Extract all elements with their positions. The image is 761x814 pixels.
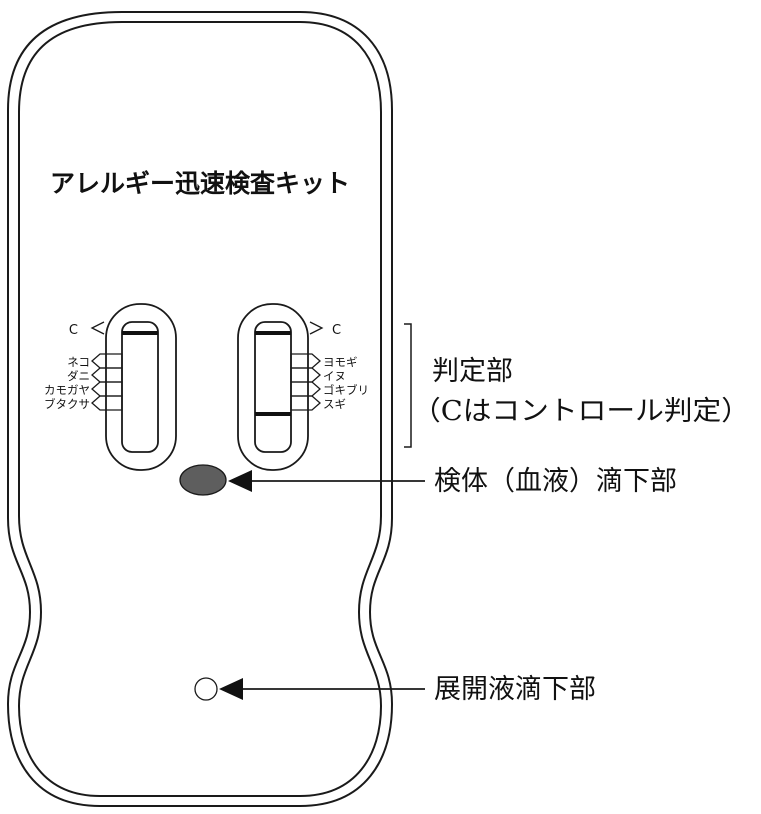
right-tab-1: [290, 353, 321, 369]
right-allergen-4: スギ: [323, 397, 346, 411]
right-window-strip: [254, 321, 292, 453]
left-control-marker: [90, 321, 105, 335]
judgment-bracket: [404, 323, 412, 448]
right-control-marker: [309, 321, 324, 335]
right-allergen-2: イヌ: [323, 369, 346, 383]
left-allergen-4: ブタクサ: [44, 397, 90, 411]
left-window-frame: [105, 303, 177, 471]
judgment-area-label: 判定部: [432, 356, 513, 387]
right-tab-4: [290, 395, 321, 411]
right-tab-3: [290, 381, 321, 397]
left-result-window: C ネコ ダニ カモガヤ ブタクサ: [44, 303, 177, 471]
kit-title: アレルギー迅速検査キット: [50, 169, 350, 198]
buffer-well-arrowhead: [219, 678, 243, 700]
right-control-label: C: [332, 323, 341, 338]
left-allergen-tabs: [91, 353, 123, 411]
left-tab-1: [91, 353, 123, 369]
sample-well: [179, 464, 227, 496]
cassette-outer-outline: [6, 11, 394, 807]
buffer-well-label: 展開液滴下部: [434, 674, 596, 705]
sample-well-arrowhead: [228, 470, 252, 492]
left-window-strip: [121, 321, 159, 453]
left-allergen-1: ネコ: [67, 355, 90, 369]
right-tab-2: [290, 367, 321, 383]
left-tab-4: [91, 395, 123, 411]
sample-well-label: 検体（血液）滴下部: [434, 466, 677, 497]
right-allergen-tabs: [290, 353, 321, 411]
judgment-note-label: （Cはコントロール判定）: [412, 396, 750, 427]
right-allergen-3: ゴキブリ: [323, 383, 369, 397]
left-allergen-3: カモガヤ: [44, 383, 90, 397]
left-control-label: C: [69, 323, 78, 338]
left-tab-3: [91, 381, 123, 397]
cassette-inner-outline: [17, 21, 383, 797]
left-allergen-2: ダニ: [67, 369, 90, 383]
right-window-frame: [237, 303, 309, 471]
right-result-window: C ヨモギ イヌ ゴキブリ スギ: [237, 303, 369, 471]
right-allergen-1: ヨモギ: [323, 355, 358, 369]
left-tab-2: [91, 367, 123, 383]
buffer-well: [194, 677, 218, 701]
cassette-body: [6, 11, 394, 807]
